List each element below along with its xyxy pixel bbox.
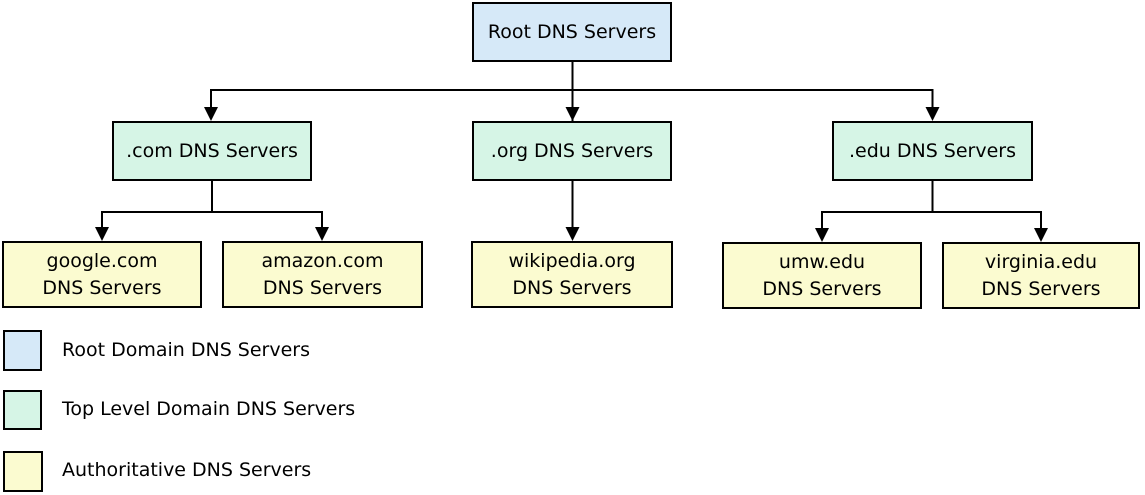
node-label-line2: DNS Servers <box>512 276 632 299</box>
node-google-dns-servers: google.com DNS Servers <box>2 241 202 308</box>
arrowhead-umw <box>815 228 829 242</box>
legend-swatch-tld <box>3 390 42 430</box>
node-label: Root DNS Servers <box>487 20 657 43</box>
node-org-dns-servers: .org DNS Servers <box>472 121 672 181</box>
legend-swatch-auth <box>3 451 43 492</box>
node-label: .org DNS Servers <box>490 139 654 162</box>
arrowhead-wikipedia <box>565 227 580 241</box>
node-label-line1: umw.edu <box>778 251 866 274</box>
arrowhead-org <box>565 107 580 121</box>
node-wikipedia-dns-servers: wikipedia.org DNS Servers <box>471 241 673 308</box>
edge-root-bus-line <box>210 89 934 118</box>
node-umw-dns-servers: umw.edu DNS Servers <box>722 242 922 309</box>
legend-swatch-root <box>3 330 42 371</box>
edge-edu-bus-line <box>821 211 1042 238</box>
legend-label-auth: Authoritative DNS Servers <box>62 459 312 481</box>
edge-com-bus-line <box>101 211 323 237</box>
arrowhead-edu <box>925 107 940 121</box>
node-label-line1: virginia.edu <box>984 251 1098 274</box>
arrowhead-virginia <box>1034 228 1048 242</box>
node-label-line2: DNS Servers <box>762 277 882 300</box>
legend-label-root: Root Domain DNS Servers <box>62 339 311 361</box>
node-label: .com DNS Servers <box>126 139 298 162</box>
node-amazon-dns-servers: amazon.com DNS Servers <box>222 241 423 308</box>
legend-label-tld: Top Level Domain DNS Servers <box>62 398 356 420</box>
node-com-dns-servers: .com DNS Servers <box>112 121 312 181</box>
node-label-line1: wikipedia.org <box>508 250 636 273</box>
node-label-line1: amazon.com <box>261 250 384 273</box>
node-root-dns-servers: Root DNS Servers <box>472 2 672 62</box>
node-label-line2: DNS Servers <box>42 276 162 299</box>
node-label-line1: google.com <box>46 250 158 273</box>
node-virginia-dns-servers: virginia.edu DNS Servers <box>942 242 1140 309</box>
arrowhead-com <box>204 107 218 121</box>
arrowhead-amazon <box>315 227 329 241</box>
node-edu-dns-servers: .edu DNS Servers <box>832 121 1033 181</box>
node-label-line2: DNS Servers <box>262 276 383 299</box>
arrowhead-google <box>95 227 109 241</box>
node-label-line2: DNS Servers <box>981 277 1101 300</box>
node-label: .edu DNS Servers <box>848 139 1017 162</box>
